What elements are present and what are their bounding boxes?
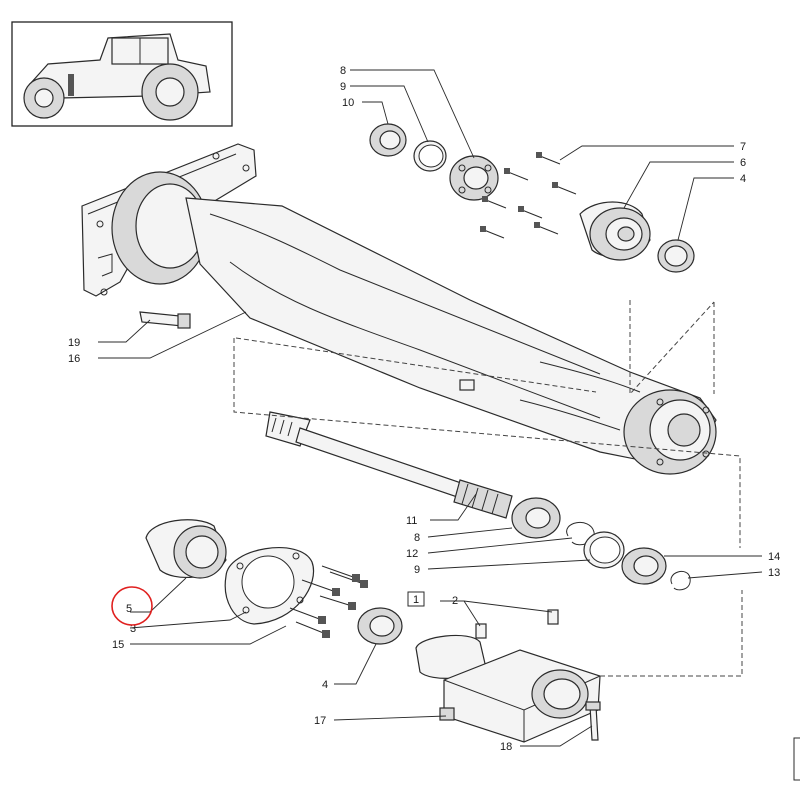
bearing-cup-5 — [145, 519, 227, 579]
callout-9-top: 9 — [340, 81, 346, 93]
callout-15: 15 — [112, 639, 124, 651]
snap-ring-9-bottom — [583, 531, 625, 569]
callout-10: 10 — [342, 97, 354, 109]
seal-ring-10 — [369, 123, 407, 157]
callout-1-box — [407, 591, 425, 607]
tractor-thumbnail — [11, 21, 233, 127]
hub-6 — [579, 201, 651, 261]
callout-14: 14 — [768, 551, 780, 563]
bearing-8-bottom — [511, 497, 561, 539]
snap-ring-13 — [670, 570, 691, 591]
snap-ring-9-top — [413, 140, 447, 172]
callout-18: 18 — [500, 741, 512, 753]
page-edge-bracket — [793, 737, 800, 781]
callout-11: 11 — [406, 515, 417, 527]
callouts: 8 9 10 7 6 4 19 16 11 8 12 9 14 13 5 3 1… — [68, 65, 780, 753]
highlight-circle — [111, 586, 153, 626]
callout-6: 6 — [740, 157, 746, 169]
bolts-15 — [289, 565, 368, 638]
callout-12: 12 — [406, 548, 418, 560]
callout-4-bottom: 4 — [322, 679, 328, 691]
callout-8-top: 8 — [340, 65, 346, 77]
snap-ring-12 — [566, 522, 595, 546]
axle-shaft-11 — [265, 411, 513, 519]
callout-17: 17 — [314, 715, 326, 727]
callout-19: 19 — [68, 337, 80, 349]
callout-7: 7 — [740, 141, 746, 153]
bolts-7 — [480, 152, 577, 239]
bearing-8-top — [449, 155, 499, 201]
callout-3: 3 — [130, 623, 136, 635]
callout-1: 1 — [413, 594, 419, 606]
bracket-assembly — [415, 609, 601, 743]
tractor-icon — [23, 33, 211, 121]
callout-8-bottom: 8 — [414, 532, 420, 544]
seal-4-bottom — [357, 607, 403, 645]
seal-14 — [621, 547, 667, 585]
assembly-lines — [233, 300, 743, 677]
flange-3 — [224, 547, 314, 625]
leader-lines — [98, 69, 763, 747]
callout-16: 16 — [68, 353, 80, 365]
callout-5: 5 — [126, 603, 132, 615]
seal-4-top — [657, 239, 695, 273]
callout-9-bottom: 9 — [414, 564, 420, 576]
callout-2: 2 — [452, 595, 458, 607]
callout-13: 13 — [768, 567, 780, 579]
callout-4-top: 4 — [740, 173, 746, 185]
axle-housing — [81, 143, 717, 475]
bolt-19 — [139, 311, 191, 329]
